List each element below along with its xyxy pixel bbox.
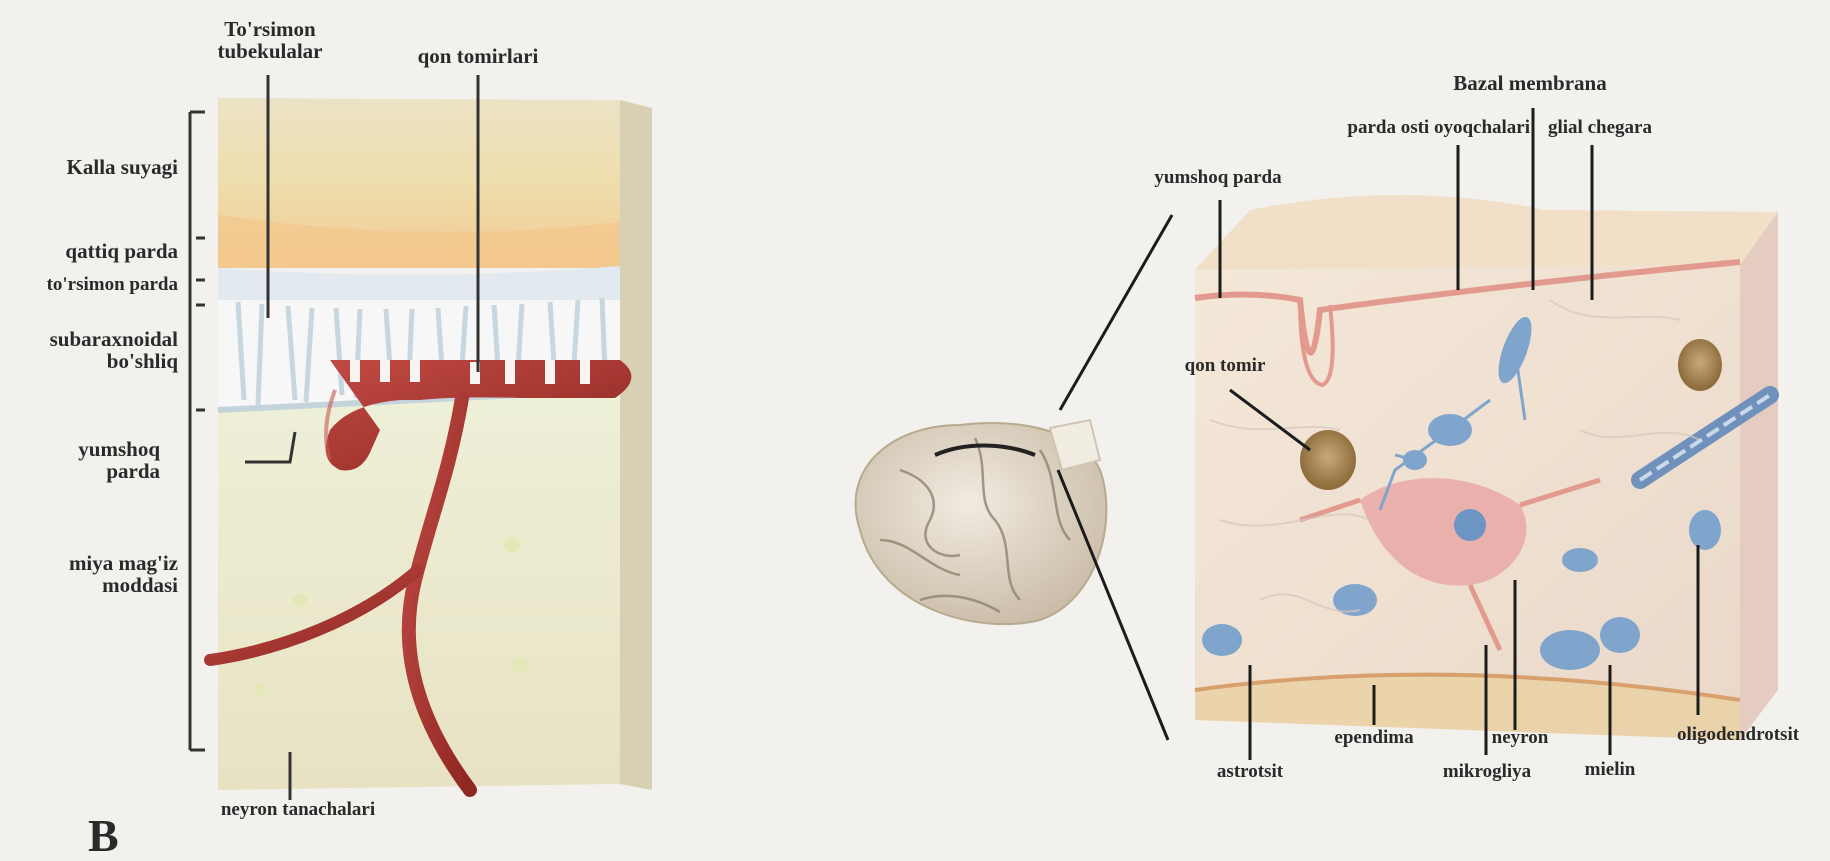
label-foot-processes: parda osti oyoqchalari xyxy=(1260,118,1530,138)
label-arachnoid-trabeculae: To'rsimon tubekulalar xyxy=(195,18,345,62)
label-glial-limitans: glial chegara xyxy=(1548,118,1652,138)
left-bracket xyxy=(190,112,205,750)
label-neuron: neyron xyxy=(1480,728,1560,748)
label-pia-mater-right: yumshoq parda xyxy=(1128,168,1308,188)
label-arachnoid-mater: to'rsimon parda xyxy=(10,275,178,295)
label-astrocyte: astrotsit xyxy=(1200,762,1300,782)
label-brain-matter: miya mag'iz moddasi xyxy=(20,552,178,596)
label-pia-mater-left: yumshoq parda xyxy=(20,438,160,482)
label-myelin: mielin xyxy=(1570,760,1650,780)
panel-letter: B xyxy=(88,812,119,860)
brain xyxy=(856,420,1107,624)
label-ependyma: ependima xyxy=(1318,728,1430,748)
label-skull: Kalla suyagi xyxy=(20,156,178,178)
label-blood-vessels: qon tomirlari xyxy=(398,45,558,67)
label-dura-mater: qattiq parda xyxy=(20,240,178,262)
label-basal-membrane: Bazal membrana xyxy=(1430,72,1630,94)
label-subarachnoid-space: subaraxnoidal bo'shliq xyxy=(20,328,178,372)
label-oligodendrocyte: oligodendrotsit xyxy=(1658,725,1818,745)
capillary-hole xyxy=(1300,430,1356,490)
label-microglia: mikrogliya xyxy=(1432,762,1542,782)
skull-cross-section xyxy=(210,98,652,790)
label-neuron-bodies: neyron tanachalari xyxy=(198,800,398,820)
label-blood-vessel: qon tomir xyxy=(1170,356,1280,376)
